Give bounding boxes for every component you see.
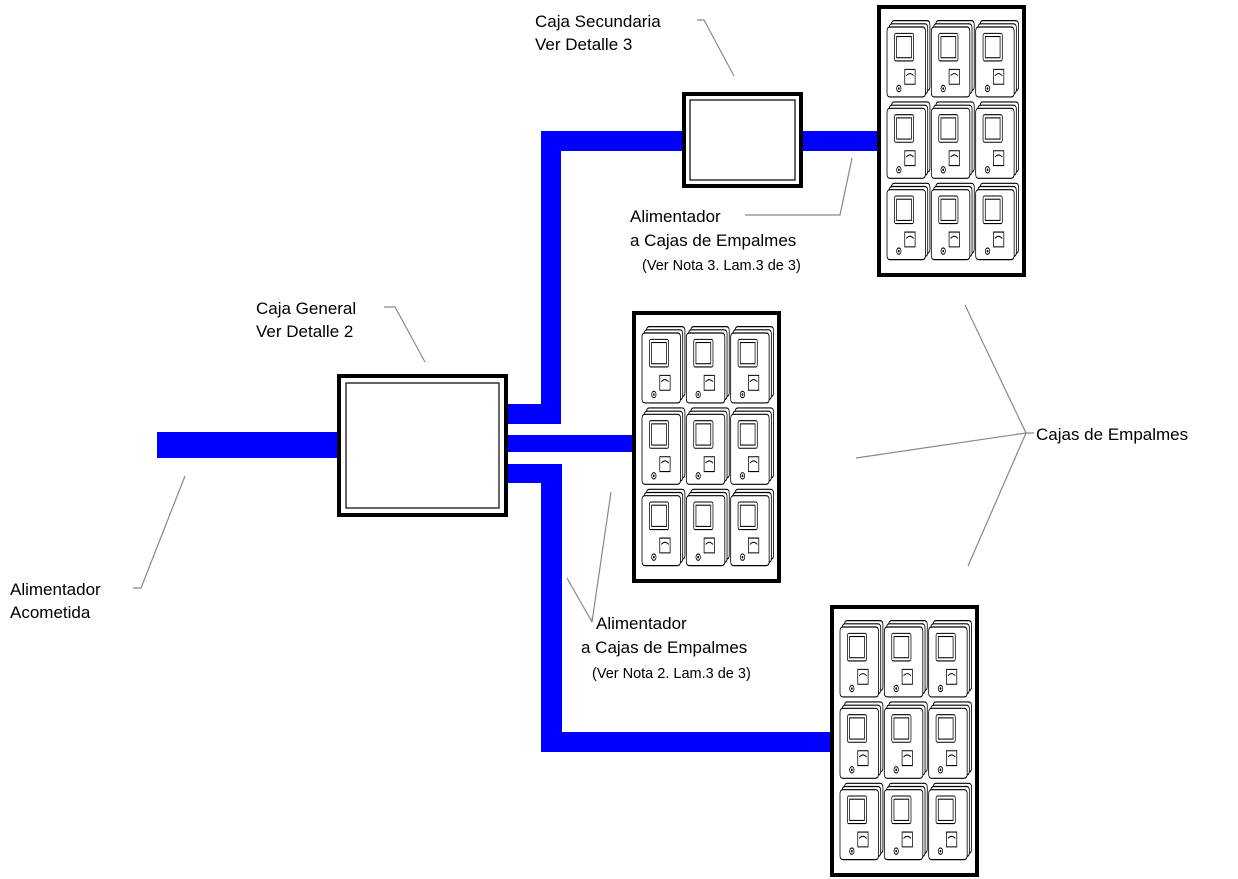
electric-meter-icon	[730, 488, 775, 567]
alimentador-bottom-note: (Ver Nota 2. Lam.3 de 3)	[592, 666, 751, 682]
labels: Caja Secundaria Ver Detalle 3 Caja Gener…	[10, 12, 1188, 682]
electric-meter-icon	[928, 701, 973, 779]
electric-meter-icon	[883, 701, 928, 779]
alimentador-top-note: (Ver Nota 3. Lam.3 de 3)	[642, 258, 801, 274]
electric-meter-icon	[685, 326, 730, 404]
feeder-lines	[157, 131, 880, 752]
alimentador-top-sub: a Cajas de Empalmes	[630, 231, 796, 250]
electric-meter-icon	[730, 407, 775, 485]
leader-alimentador-bottom-b	[566, 577, 593, 623]
electric-meter-icon	[685, 488, 730, 567]
electric-meter-icon	[685, 407, 730, 485]
feeder-to-caja-secundaria	[508, 131, 686, 424]
alimentador-bottom-sub: a Cajas de Empalmes	[581, 638, 747, 657]
caja-secundaria-detail: Ver Detalle 3	[535, 35, 632, 54]
electric-meter-icon	[930, 101, 975, 179]
cajas-de-empalmes-label: Cajas de Empalmes	[1036, 425, 1188, 444]
meter-panels	[632, 5, 1026, 877]
alimentador-bottom-label: Alimentador	[596, 614, 687, 633]
alimentador-top-label: Alimentador	[630, 207, 721, 226]
meter-panel-top	[877, 5, 1026, 277]
leader-caja-secundaria	[697, 19, 735, 77]
electric-meter-icon	[839, 620, 884, 698]
caja-general-label: Caja General	[256, 299, 356, 318]
electric-meter-icon	[928, 782, 973, 861]
meter-panel-bottom	[830, 605, 979, 877]
alimentador-acometida-label: Alimentador	[10, 580, 101, 599]
caja-general-detail: Ver Detalle 2	[256, 322, 353, 341]
electric-meter-icon	[930, 182, 975, 261]
electric-meter-icon	[641, 488, 686, 567]
electric-meter-icon	[883, 620, 928, 698]
electric-meter-icon	[730, 326, 775, 404]
electric-meter-icon	[975, 182, 1020, 261]
electric-meter-icon	[930, 20, 975, 98]
leader-empalmes-top	[964, 304, 1027, 434]
leader-empalmes-middle	[855, 432, 1027, 459]
leader-alimentador-bottom-a	[591, 491, 612, 623]
meter-panel-middle	[632, 311, 781, 583]
electric-meter-icon	[886, 101, 931, 179]
feeder-acometida	[157, 432, 341, 458]
leader-acometida	[133, 475, 186, 589]
alimentador-acometida-sub: Acometida	[10, 603, 91, 622]
electric-meter-icon	[839, 701, 884, 779]
feeder-to-panel-middle	[508, 435, 636, 452]
electric-meter-icon	[975, 20, 1020, 98]
feeder-secundaria-to-panel-top	[800, 131, 880, 151]
electric-meter-icon	[839, 782, 884, 861]
leader-lines	[133, 19, 1034, 623]
electric-meter-icon	[886, 20, 931, 98]
electric-meter-icon	[641, 326, 686, 404]
electric-meter-icon	[928, 620, 973, 698]
leader-caja-general	[384, 306, 426, 363]
caja-secundaria	[682, 92, 803, 188]
electric-meter-icon	[641, 407, 686, 485]
leader-alimentador-top	[745, 157, 853, 216]
caja-secundaria-label: Caja Secundaria	[535, 12, 661, 31]
electric-meter-icon	[886, 182, 931, 261]
electric-meter-icon	[975, 101, 1020, 179]
leader-empalmes-bottom	[967, 432, 1027, 567]
caja-general	[337, 374, 508, 517]
electric-meter-icon	[883, 782, 928, 861]
